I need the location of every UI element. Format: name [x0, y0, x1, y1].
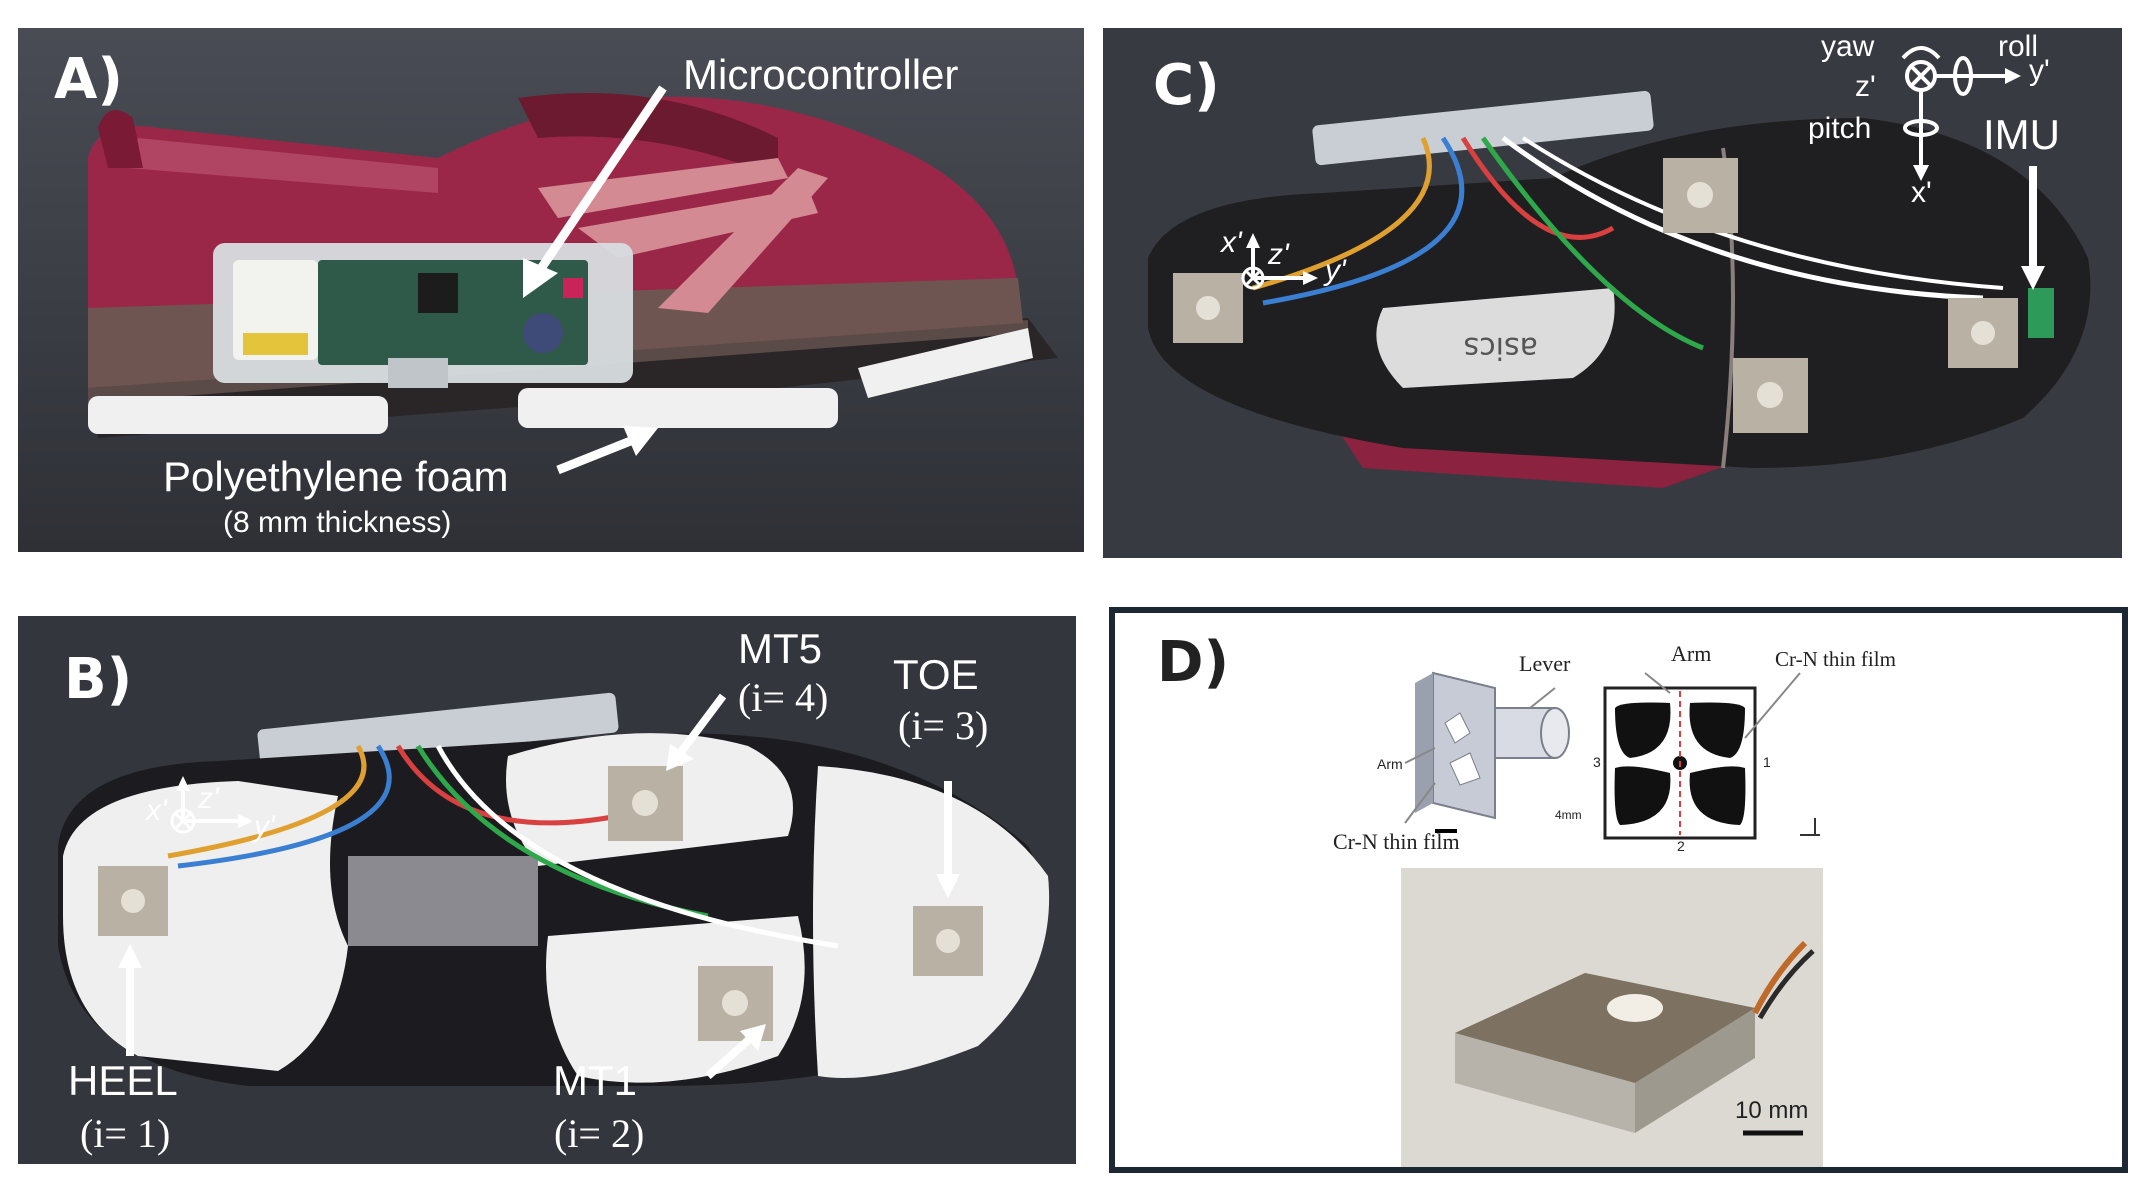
panel-c-insole-view-photo: asics C) x' z' y' yaw — [1103, 28, 2122, 558]
mt5-arrow — [674, 693, 727, 759]
axis-x-label-c: x' — [1221, 226, 1242, 259]
scale-10mm-label: 10 mm — [1735, 1097, 1809, 1124]
arm-left-label: Arm — [1377, 756, 1403, 772]
sensor-detail-illustration — [1115, 613, 2122, 1167]
foam-pad-heel — [88, 396, 388, 434]
shoe-side-view-illustration — [18, 28, 1084, 552]
imu-axis-x-label: x' — [1911, 176, 1932, 209]
foam-label: Polyethylene foam — [163, 453, 509, 500]
yaw-label: yaw — [1821, 30, 1875, 63]
axis-y-label: y' — [254, 810, 275, 843]
heel-foam-pad — [63, 781, 348, 1071]
foam-pad-toe — [858, 328, 1033, 398]
panel-d-sensor-detail: D) Lever Arm Cr-N thin film Arm Cr-N thi… — [1109, 607, 2128, 1173]
foam-arrow-head — [623, 426, 658, 456]
roll-label: roll — [1998, 30, 2039, 63]
microcontroller-arrow-line — [534, 85, 667, 276]
panel-b-bottom-view-photo: B) x' z' y' HEEL (i= 1) MT1 (i= 2) MT5 (… — [18, 616, 1076, 1164]
toe-index: (i= 3) — [898, 703, 989, 748]
foam-thickness-label: (8 mm thickness) — [223, 506, 452, 539]
imu-axis-z-label: z' — [1855, 70, 1876, 103]
sensor-number-3: 3 — [1593, 754, 1601, 770]
microcontroller-arrow-head — [523, 258, 558, 298]
pitch-label: pitch — [1808, 112, 1872, 145]
arm-top-label: Arm — [1671, 641, 1712, 666]
mt1-arrow — [705, 1033, 756, 1079]
panel-b-letter: B) — [64, 647, 133, 712]
heel-index: (i= 1) — [80, 1111, 171, 1156]
imu-chip — [2028, 288, 2054, 338]
axis-x-label: x' — [146, 794, 167, 827]
scale-4mm-label: 4mm — [1555, 808, 1582, 822]
axis-y-label-c: y' — [1325, 254, 1346, 287]
crn-top-label: Cr-N thin film — [1775, 647, 1896, 671]
toe-label: TOE — [893, 651, 979, 698]
axis-z-label: z' — [198, 782, 219, 815]
mt1-index: (i= 2) — [554, 1111, 645, 1156]
panel-c-letter: C) — [1153, 53, 1220, 118]
mt1-label: MT1 — [553, 1057, 637, 1104]
panel-a-side-view-photo: A) Microcontroller Polyethylene foam (8 … — [18, 28, 1084, 552]
panel-a-letter: A) — [54, 47, 123, 112]
imu-label: IMU — [1983, 111, 2060, 158]
sensor-number-2: 2 — [1677, 838, 1685, 854]
foam-arrow-line — [556, 433, 640, 475]
lever-label: Lever — [1519, 651, 1571, 676]
microcontroller-label: Microcontroller — [683, 51, 959, 98]
sensor-number-1: 1 — [1763, 754, 1771, 770]
sole-brand-mark: asics — [1464, 330, 1538, 365]
axis-z-label-c: z' — [1268, 238, 1289, 271]
shoe-insole-illustration: asics — [1103, 28, 2122, 558]
sensor-3d-plate — [1432, 671, 1496, 820]
heel-label: HEEL — [68, 1057, 178, 1104]
crn-bottom-label: Cr-N thin film — [1333, 829, 1460, 854]
mt5-label: MT5 — [738, 625, 822, 672]
panel-d-letter: D) — [1157, 630, 1230, 695]
foam-pad-mid — [518, 388, 838, 428]
imu-axis-y-label: y' — [2029, 54, 2050, 87]
mt5-index: (i= 4) — [738, 675, 829, 720]
shoe-sole-bottom-illustration — [18, 616, 1076, 1164]
